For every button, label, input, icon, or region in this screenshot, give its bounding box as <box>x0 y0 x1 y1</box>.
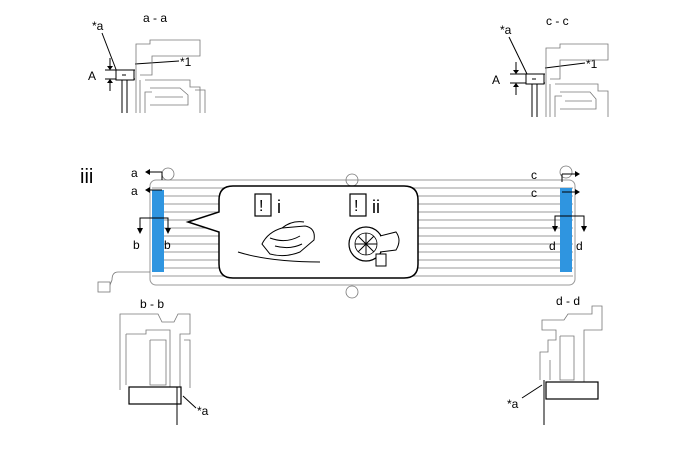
mount-tab <box>559 165 573 179</box>
alert-icon <box>254 193 272 217</box>
air-dryer-icon <box>348 226 400 267</box>
section-a-a: a - a *a *1 A <box>88 11 206 113</box>
mount-tab <box>161 167 175 181</box>
cut-marker-d: d d <box>549 215 587 253</box>
seal-profile-b <box>119 313 191 425</box>
pipe-fitting <box>97 281 111 293</box>
cut-label-a: a <box>131 184 138 198</box>
section-d-d-title: d - d <box>556 294 580 308</box>
callout-a-leader <box>182 395 197 409</box>
callout-1-leader <box>134 60 180 65</box>
seal-profile-d <box>539 305 603 425</box>
callout-a-label: *a <box>507 397 519 411</box>
cut-label-b: b <box>133 238 140 252</box>
seal-profile-a <box>115 39 206 113</box>
section-b-b: b - b *a <box>119 297 209 425</box>
seal-profile-c <box>525 43 609 117</box>
callout-a-leader <box>521 384 543 399</box>
cut-marker-b: b b <box>133 217 171 252</box>
dimension-a-label: A <box>88 69 96 83</box>
condenser-pipe <box>107 271 150 291</box>
callout-a-leader <box>508 36 528 75</box>
section-a-a-title: a - a <box>143 11 167 25</box>
cut-label-c: c <box>531 168 537 182</box>
wipe-surface-icon <box>237 221 321 263</box>
tape-cross-section <box>128 386 182 405</box>
step-i-header: ! i <box>254 193 281 217</box>
callout-1-leader <box>544 62 586 69</box>
cut-marker-c: c c <box>531 168 580 200</box>
cut-label-c: c <box>531 186 537 200</box>
instruction-callout: ! i ! ii <box>185 185 419 279</box>
section-c-c: c - c *a *1 A <box>492 14 609 117</box>
cut-label-b: b <box>164 238 171 252</box>
callout-a-label: *a <box>500 23 512 37</box>
cut-label-d: d <box>549 239 556 253</box>
dimension-a-label: A <box>492 73 500 87</box>
section-d-d: d - d *a <box>507 294 603 425</box>
callout-1-label: *1 <box>586 57 598 71</box>
step-ii-header: ! ii <box>349 193 380 217</box>
callout-1-label: *1 <box>180 55 192 69</box>
step-i-label: i <box>277 197 281 217</box>
alert-mark: ! <box>354 198 358 215</box>
callout-a-leader <box>101 32 118 73</box>
step-ii-label: ii <box>372 197 380 217</box>
view-label-iii: iii <box>80 166 93 188</box>
mount-tab <box>345 285 359 299</box>
alert-mark: ! <box>259 198 263 215</box>
cut-label-d: d <box>576 239 583 253</box>
tape-cross-section <box>545 381 599 400</box>
callout-a-label: *a <box>197 404 209 418</box>
cut-label-a: a <box>131 166 138 180</box>
cut-marker-a: a a <box>131 166 163 198</box>
alert-icon <box>349 193 367 217</box>
seal-tape-right <box>560 188 572 272</box>
seal-tape-left <box>152 190 164 272</box>
section-b-b-title: b - b <box>140 297 164 311</box>
callout-a-label: *a <box>92 19 104 33</box>
section-c-c-title: c - c <box>546 14 569 28</box>
